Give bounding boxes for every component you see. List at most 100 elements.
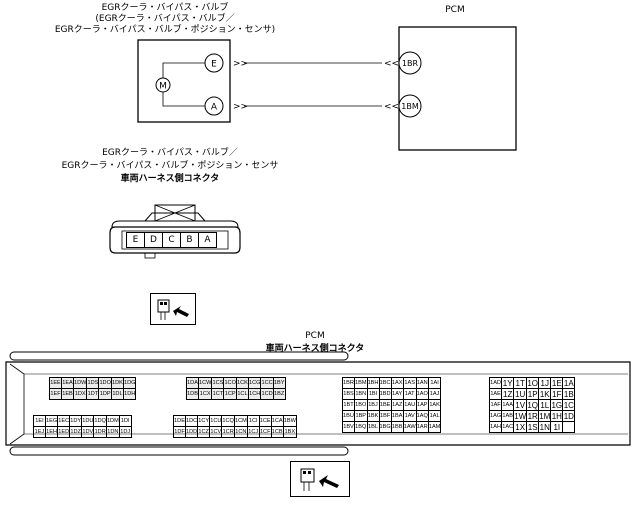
pin-cell: 1BB xyxy=(390,421,404,433)
pin-cell: 1AB xyxy=(501,410,515,422)
harness-pin: A xyxy=(198,232,217,248)
pin-cell: 1X xyxy=(513,421,528,433)
pin-cell: 1M xyxy=(538,410,552,422)
pin-cell: 1CF xyxy=(258,426,272,438)
pin-cell: 1F xyxy=(550,388,564,400)
pin-cell: 1AS xyxy=(402,377,417,389)
pin-cell: 1AC xyxy=(501,421,515,433)
pin-cell: 1BV xyxy=(342,421,355,433)
pin-cell: 1BF xyxy=(378,410,392,422)
pin-cell: 1BC xyxy=(378,377,392,389)
pcm-pin-1bm-text: 1BM xyxy=(401,102,419,111)
pin-cell: 1AU xyxy=(402,399,417,411)
valve-label-line-3: EGRクーラ・バイパス・バルブ・ポジション・センサ) xyxy=(54,25,276,35)
view-direction-icon xyxy=(150,293,196,325)
pin-cell: 1CI xyxy=(246,415,260,427)
valve-pin-a xyxy=(204,96,224,116)
pin-cell: 1ED xyxy=(57,426,71,438)
pin-cell: 1DH xyxy=(122,388,137,400)
pin-cell: 1BR xyxy=(342,377,355,389)
harness-pin-row: E D C B A xyxy=(126,232,217,248)
pin-cell: 1EG xyxy=(44,415,59,427)
pin-cell: 1V xyxy=(513,399,528,411)
pin-cell: 1EJ xyxy=(33,426,46,438)
pin-cell: 1BT xyxy=(342,399,355,411)
pin-cell: 1CT xyxy=(211,388,225,400)
wiring-diagram: M E A >> >> << << 1BR 1BM xyxy=(137,26,517,151)
pin-cell: 1D xyxy=(562,410,576,422)
harness-label-line-1: EGRクーラ・バイパス・バルブ／ xyxy=(102,148,238,158)
pin-cell: 1AO xyxy=(415,388,429,400)
motor-symbol-text: M xyxy=(159,82,167,92)
pin-cell: 1CO xyxy=(223,377,237,389)
pin-cell: 1DV xyxy=(81,426,95,438)
pin-cell: 1K xyxy=(538,388,552,400)
pin-cell: 1DW xyxy=(72,377,88,389)
motor-lead-upper xyxy=(162,62,205,78)
pcm-pin-1bm xyxy=(398,94,422,118)
pin-cell: 1AZ xyxy=(390,399,404,411)
harness-pin: B xyxy=(180,232,199,248)
pin-cell: 1CN xyxy=(233,426,248,438)
chevron-icon: << xyxy=(384,102,399,112)
pin-cell: 1CP xyxy=(223,388,237,400)
pin-cell: 1BK xyxy=(366,410,380,422)
pin-cell: 1AQ xyxy=(415,410,429,422)
pin-cell: 1CD xyxy=(260,388,274,400)
pin-cell: 1DX xyxy=(72,388,88,400)
pin-cell: 1B xyxy=(562,388,576,400)
pin-cell: 1BM xyxy=(354,377,368,389)
pin-cell: 1Z xyxy=(501,388,515,400)
pin-cell: 1DO xyxy=(98,377,112,389)
pin-cell: 1CM xyxy=(233,415,248,427)
pin-cell: 1BQ xyxy=(354,421,368,433)
chevron-icon: >> xyxy=(233,102,248,112)
pin-cell: 1AW xyxy=(402,421,417,433)
pin-cell: 1DA xyxy=(186,377,199,389)
pcm-connector-label-line-1: PCM xyxy=(305,331,325,341)
pin-cell: 1CC xyxy=(260,377,274,389)
pin-cell: 1BS xyxy=(342,388,355,400)
pin-cell: 1W xyxy=(513,410,528,422)
pin-cell: 1CQ xyxy=(221,415,235,427)
pin-cell: 1BA xyxy=(390,410,404,422)
pin-cell: 1CJ xyxy=(246,426,260,438)
pin-cell: 1A xyxy=(562,377,576,389)
pin-cell: 1E xyxy=(550,377,564,389)
chevron-icon: >> xyxy=(233,59,248,69)
pin-cell: 1BI xyxy=(366,388,380,400)
harness-connector-drawing xyxy=(109,204,241,259)
pin-cell: 1O xyxy=(526,377,540,389)
pin-cell: 1CB xyxy=(270,426,284,438)
pin-cell: 1U xyxy=(513,388,528,400)
view-direction-icon xyxy=(290,461,350,497)
pin-cell: 1BJ xyxy=(366,399,380,411)
pin-cell: 1AG xyxy=(488,410,503,422)
valve-pin-a-text: A xyxy=(211,103,218,113)
pin-cell: 1DQ xyxy=(93,415,107,427)
pcm-pin-1br xyxy=(398,51,422,75)
pin-cell: 1T xyxy=(513,377,528,389)
pin-cell: 1AI xyxy=(427,377,442,389)
pin-cell: 1DI xyxy=(118,415,132,427)
pin-cell: 1DJ xyxy=(118,426,132,438)
pin-cell: 1AK xyxy=(427,399,442,411)
valve-label-line-1: EGRクーラ・バイパス・バルブ xyxy=(101,3,229,13)
pin-cell: 1R xyxy=(526,410,540,422)
pin-cell: 1AJ xyxy=(427,388,442,400)
pin-cell: 1BN xyxy=(354,388,368,400)
pin-cell: 1DK xyxy=(110,377,124,389)
pin-cell: 1AF xyxy=(488,399,503,411)
pin-cell: 1C xyxy=(562,399,576,411)
harness-pin: C xyxy=(162,232,181,248)
pin-cell: 1Q xyxy=(526,399,540,411)
pin-cell: 1P xyxy=(526,388,540,400)
